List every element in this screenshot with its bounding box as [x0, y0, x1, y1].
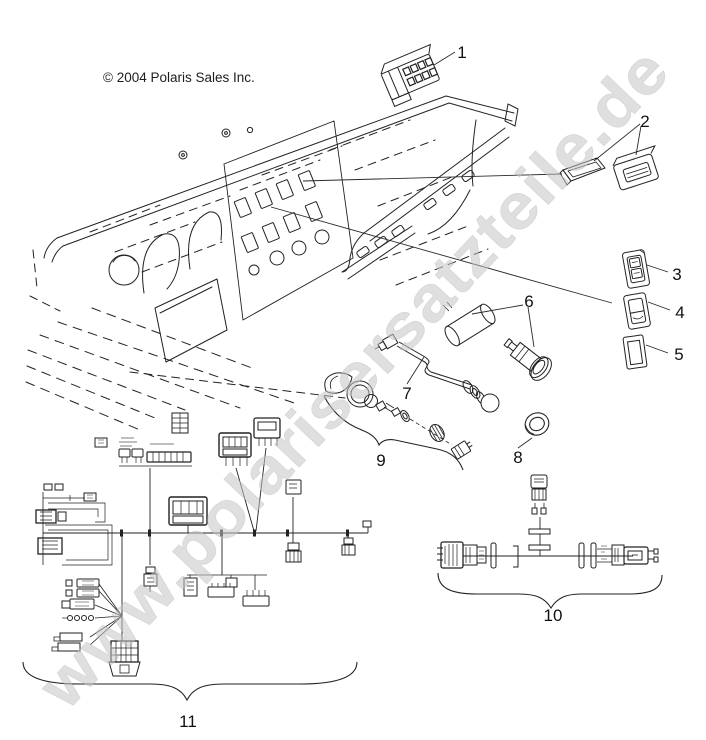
callout-2: 2 — [640, 112, 649, 131]
part-8-grommet — [524, 412, 550, 436]
copyright-text: © 2004 Polaris Sales Inc. — [103, 70, 255, 85]
part-3-switch — [622, 249, 650, 289]
part-10-harness — [437, 474, 663, 610]
part-11-harness — [22, 412, 372, 702]
part-2-receptacle — [559, 145, 659, 191]
callout-7: 7 — [402, 384, 411, 403]
callout-3: 3 — [672, 265, 681, 284]
callout-5: 5 — [674, 345, 683, 364]
callout-9: 9 — [376, 451, 385, 470]
part-9-ignition-switch — [323, 372, 473, 471]
watermark-text: www.polarisersatzteile.de — [24, 34, 683, 723]
part-10-brace — [437, 572, 663, 610]
callout-6: 6 — [524, 292, 533, 311]
callout-labels: 1 2 3 4 5 6 7 8 9 10 11 — [179, 43, 685, 731]
callout-leader-lines — [270, 51, 671, 449]
chassis-sketch — [25, 95, 519, 431]
callout-8: 8 — [513, 448, 522, 467]
part-1-relay — [380, 43, 440, 108]
part-5-bezel — [622, 334, 648, 370]
callout-11: 11 — [179, 712, 197, 731]
part-4-switch — [623, 292, 651, 330]
callout-10: 10 — [544, 606, 563, 625]
part-7-rod — [374, 333, 500, 413]
callout-1: 1 — [457, 43, 466, 62]
part-11-brace — [22, 661, 358, 702]
part-6-lighter — [442, 301, 552, 381]
part-9-brace — [323, 395, 464, 471]
callout-4: 4 — [675, 303, 684, 322]
